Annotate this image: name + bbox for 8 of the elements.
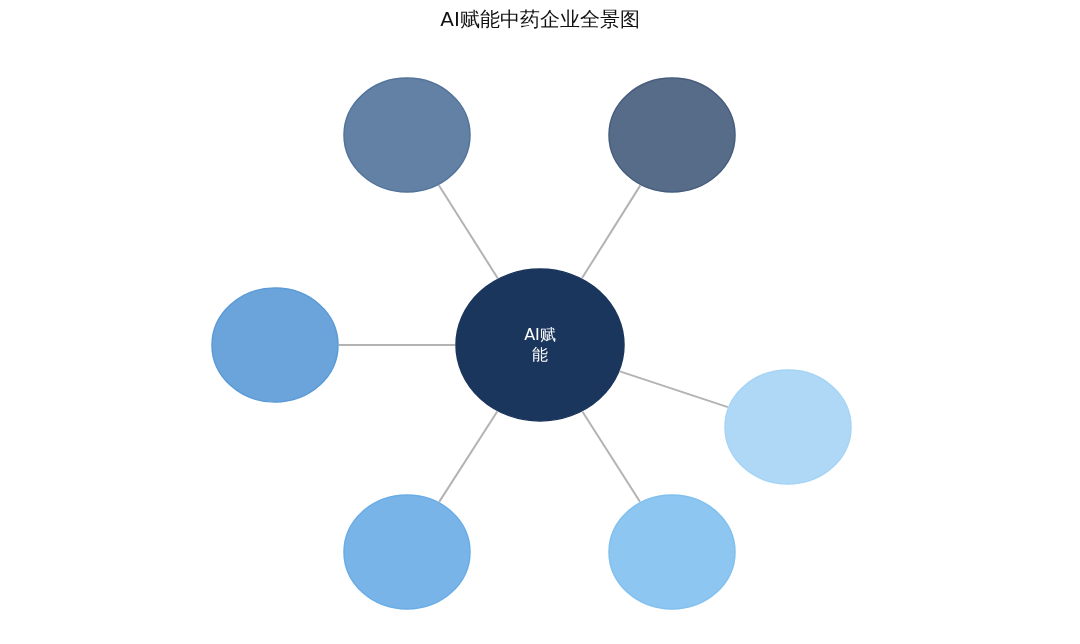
connector-line [438,410,499,503]
connector-line [581,184,642,280]
connector-line [437,184,499,280]
connector-line [618,370,729,409]
connector-line [581,410,641,503]
node-label: AI赋能 [523,325,557,365]
diagram-title: AI赋能中药企业全景图 [439,6,641,33]
connector-line [338,344,456,346]
